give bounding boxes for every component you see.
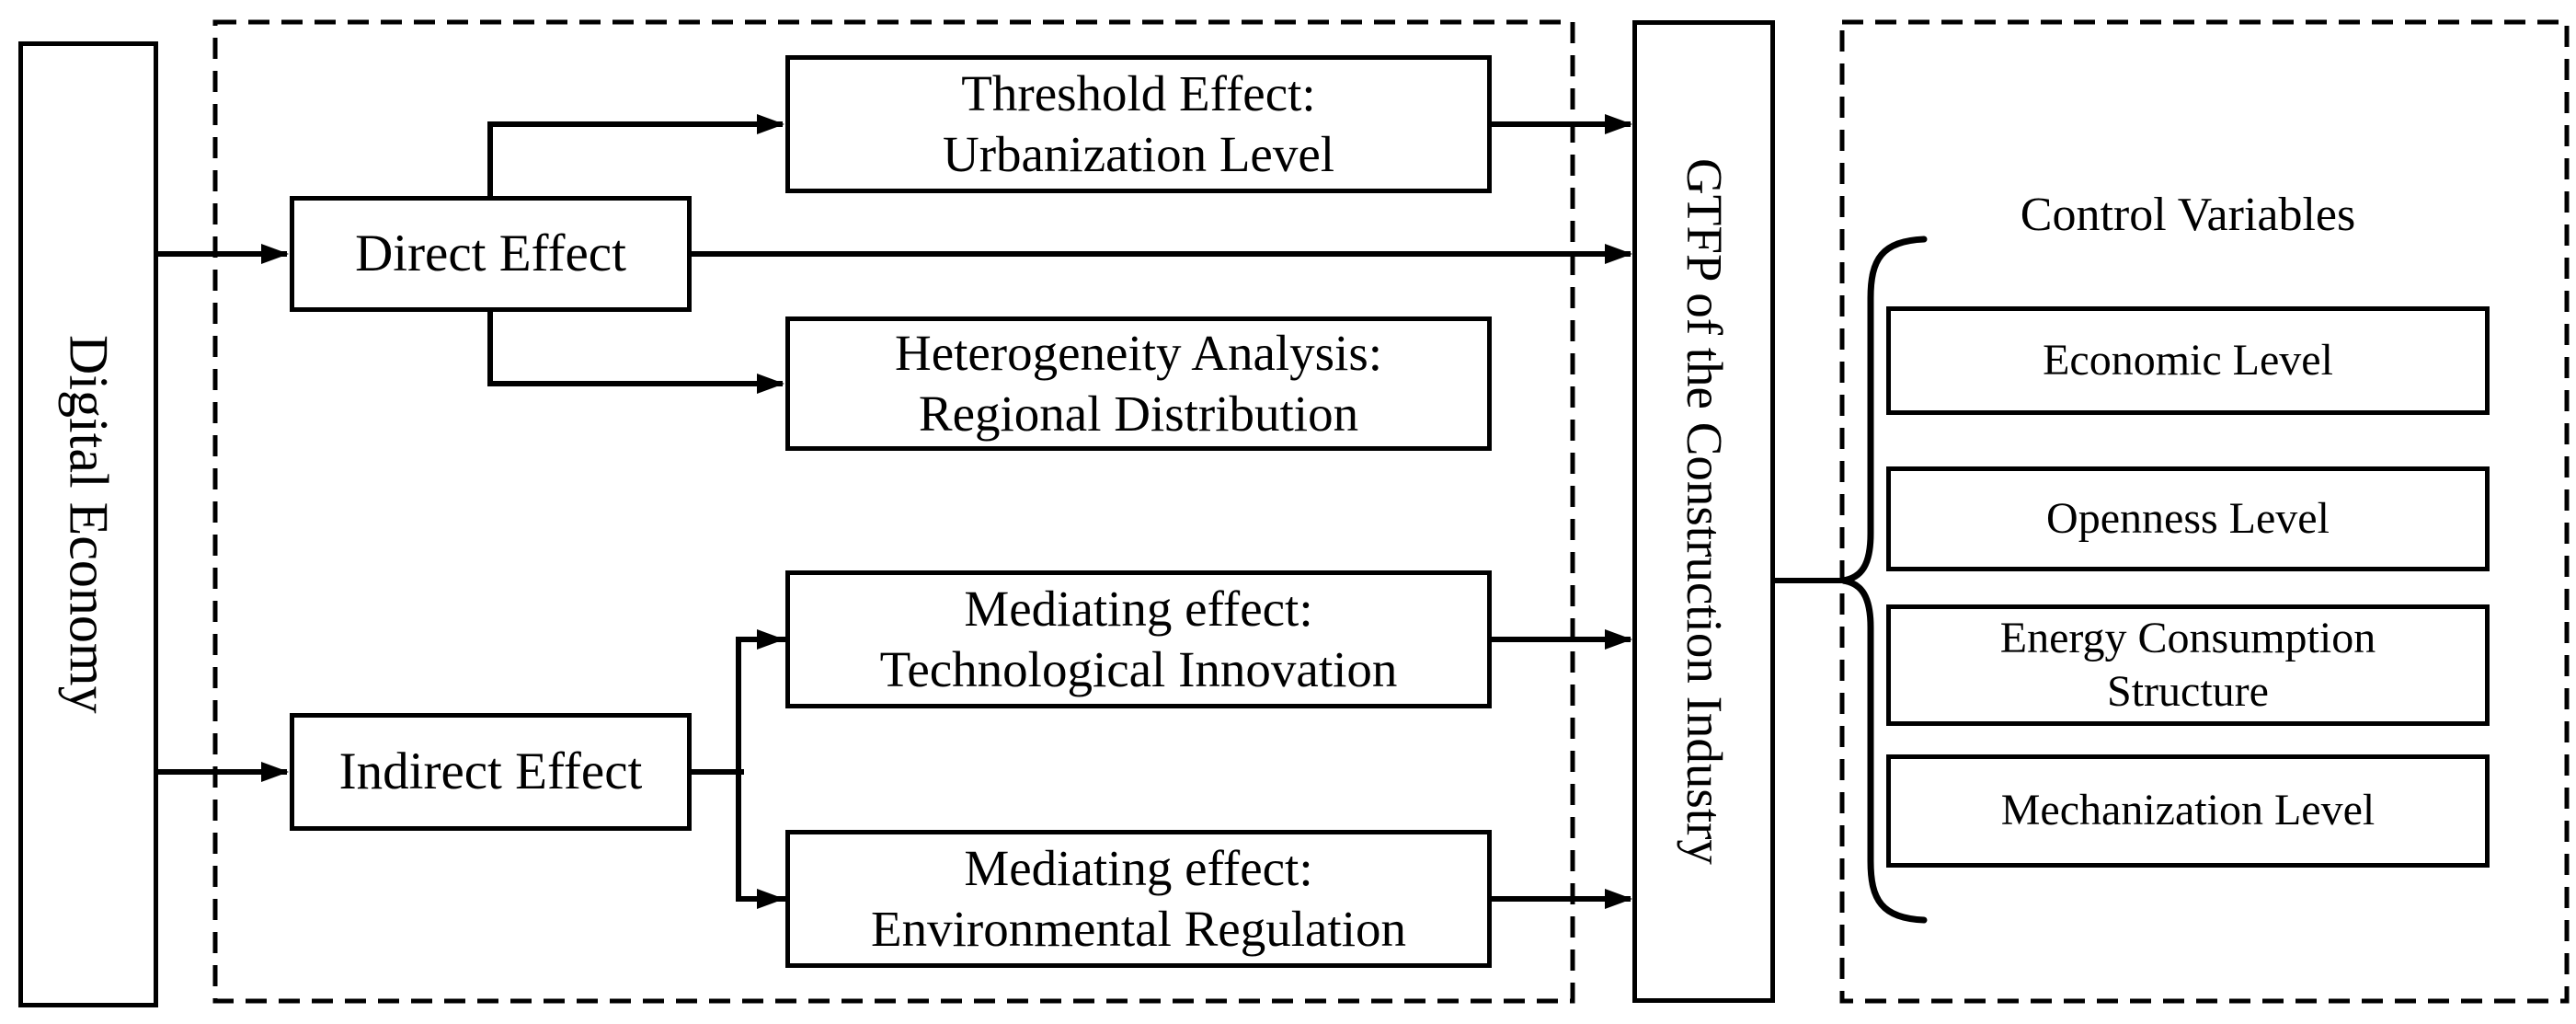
digital-economy-box: Digital Economy [18,41,158,1007]
heterogeneity-analysis-box: Heterogeneity Analysis: Regional Distrib… [785,316,1492,451]
openness-level-box: Openness Level [1886,466,2490,571]
gtfp-box: GTFP of the Construction Industry [1632,20,1775,1003]
direct-effect-box: Direct Effect [290,196,692,312]
energy-consumption-structure-box: Energy Consumption Structure [1886,604,2490,726]
mediating-environmental-regulation-box: Mediating effect: Environmental Regulati… [785,830,1492,968]
effects-panel-dashed-border [212,19,1575,1004]
arrow-indirect-to-technology [736,629,785,902]
economic-level-box: Economic Level [1886,306,2490,415]
controls-panel-dashed-border [1839,19,2570,1004]
indirect-effect-box: Indirect Effect [290,713,692,831]
control-variables-title: Control Variables [2020,188,2356,241]
mediating-technological-innovation-box: Mediating effect: Technological Innovati… [785,570,1492,708]
controls-brace [1842,236,1928,924]
mechanization-level-box: Mechanization Level [1886,754,2490,868]
threshold-effect-box: Threshold Effect: Urbanization Level [785,55,1492,193]
